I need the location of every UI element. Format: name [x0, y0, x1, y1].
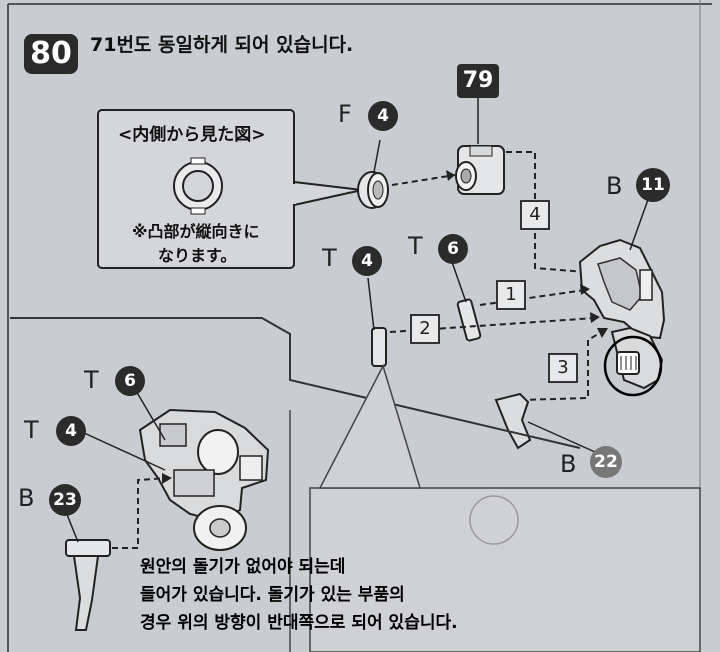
callout-t4-number: 4	[352, 246, 382, 276]
ring-part-icon	[357, 171, 389, 209]
callout-f4-number: 4	[368, 101, 398, 131]
callout-t6b-number: 6	[115, 366, 145, 396]
callout-b23-number: 23	[49, 484, 81, 516]
callout-t6b-letter: T	[84, 366, 99, 394]
callout-f4-letter: F	[338, 100, 352, 128]
callout-t4b-letter: T	[24, 416, 39, 444]
inset-note-line1: ※凸部が縦向きに	[132, 222, 260, 241]
step-box-3: 3	[548, 353, 578, 383]
callout-t4-letter: T	[322, 244, 337, 272]
callout-t4b-number: 4	[56, 416, 86, 446]
caption-line-2: 들어가 있습니다. 돌기가 있는 부품의	[140, 585, 405, 605]
part-b23-icon	[65, 539, 111, 631]
callout-b11-number: 11	[636, 168, 670, 202]
part-b22-icon	[494, 392, 532, 450]
pin-t6-icon	[456, 298, 482, 342]
step-box-2: 2	[410, 314, 440, 344]
caption-line-3: 경우 위의 방향이 반대쪽으로 되어 있습니다.	[140, 613, 458, 633]
caption-line-1: 원안의 돌기가 없어야 되는데	[140, 557, 346, 577]
assembly-icon	[138, 408, 270, 551]
part-79-icon	[455, 145, 505, 195]
step-box-1: 1	[496, 280, 526, 310]
inset-title: <内側から見た図>	[118, 125, 266, 145]
part-b11-icon	[578, 238, 666, 340]
step-header-text: 71번도 동일하게 되어 있습니다.	[90, 34, 354, 56]
callout-b23-letter: B	[18, 484, 35, 512]
callout-t6-letter: T	[408, 232, 423, 260]
highlight-circle	[603, 335, 663, 397]
step-number-badge: 80	[24, 34, 78, 74]
callout-79-badge: 79	[457, 64, 499, 98]
pin-t4-icon	[371, 327, 387, 367]
callout-b22-number: 22	[590, 446, 622, 478]
callout-b11-letter: B	[606, 172, 623, 200]
step-box-4: 4	[520, 200, 550, 230]
callout-t6-number: 6	[438, 234, 468, 264]
callout-b22-letter: B	[560, 450, 577, 478]
inset-note-line2: なります。	[158, 246, 237, 265]
